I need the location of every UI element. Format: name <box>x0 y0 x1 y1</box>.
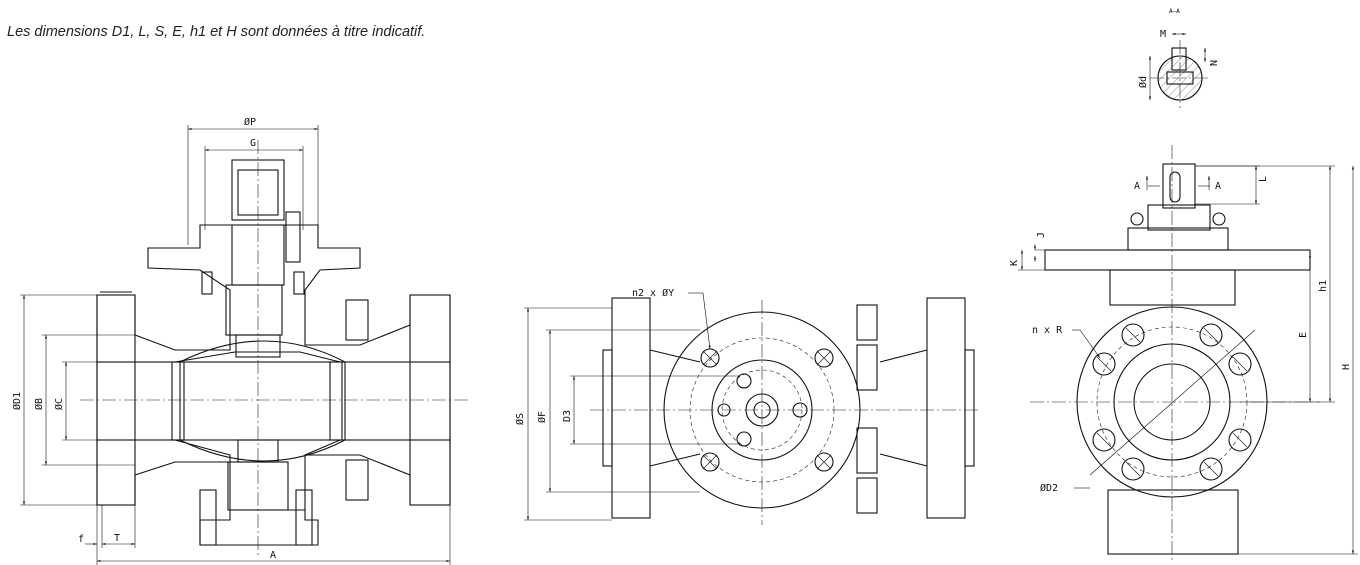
dim-g-label: G <box>250 138 256 149</box>
section-title: A–A <box>1169 8 1180 15</box>
dim-s-label: ØS <box>514 413 526 425</box>
dim-k-label: K <box>1009 260 1020 266</box>
dim-h-label: H <box>1341 364 1352 370</box>
dim-l-label: L <box>1258 176 1269 182</box>
dim-f-label: f <box>78 534 84 545</box>
section-marker-left: A <box>1134 181 1140 192</box>
top-view: ØS ØF D3 n2 x ØY <box>514 287 980 525</box>
front-section-view: ØP G ØD1 ØB ØC f T A <box>11 116 470 565</box>
dim-f-top-label: ØF <box>536 411 548 423</box>
dim-d1-label: ØD1 <box>11 392 23 410</box>
section-marker-right: A <box>1215 181 1221 192</box>
n2-y-label: n2 x ØY <box>632 287 674 299</box>
dim-t-label: T <box>114 533 120 544</box>
dim-a-label: A <box>270 550 276 561</box>
dim-d3-label: D3 <box>562 410 573 422</box>
n-r-label: n x R <box>1032 325 1063 336</box>
dim-b-label: ØB <box>33 398 45 410</box>
dimensions-note: Les dimensions D1, L, S, E, h1 et H sont… <box>7 24 426 40</box>
dim-d-label: Ød <box>1137 76 1149 88</box>
dim-p-label: ØP <box>244 116 256 128</box>
section-view-aa: A–A M N Ød <box>1137 8 1218 108</box>
dim-h1-label: h1 <box>1318 280 1329 292</box>
dim-e-label: E <box>1298 332 1309 338</box>
dim-j-label: J <box>1036 232 1047 238</box>
dim-c-label: ØC <box>53 398 65 410</box>
dim-m-label: M <box>1160 29 1166 40</box>
dim-n-label: N <box>1207 60 1218 66</box>
side-view: ØD2 n x R A A L J K h1 E H <box>1009 145 1358 560</box>
dim-d2-label: ØD2 <box>1040 482 1058 494</box>
